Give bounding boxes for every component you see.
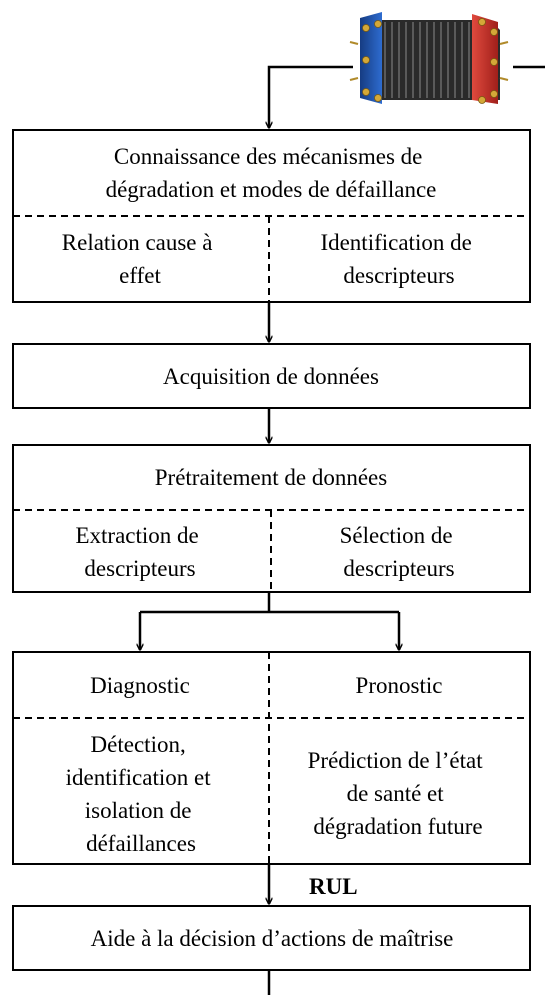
box4-right-line1: Prédiction de l’état (308, 748, 484, 773)
box4-left-line2: identification et (66, 765, 212, 790)
rul-label: RUL (309, 874, 358, 899)
box4-left-line3: isolation de (85, 798, 192, 823)
box1-right-line2: descripteurs (343, 263, 454, 288)
box-diagnostic-prognostic (12, 651, 531, 865)
box4-left-line1: Détection, (91, 732, 186, 757)
svg-text:Sélection de descripteurs: Sélection de descripteurs (340, 523, 459, 581)
svg-text:Extraction de descripteurs: Extraction de descripteurs (75, 523, 204, 581)
box2-title: Acquisition de données (163, 364, 379, 389)
svg-text:Prédiction de l’état de sa: Prédiction de l’état de santé et dégrada… (308, 748, 489, 839)
svg-text:Identification de descript: Identification de descripteurs (320, 230, 477, 288)
svg-text:Détection, identification: Détection, identification et isolation d… (66, 732, 217, 856)
connector-stack-left (269, 65, 353, 128)
box1-left-line2: effet (119, 263, 161, 288)
box3-right-line1: Sélection de (340, 523, 453, 548)
box1-title-line1: Connaissance des mécanismes de (114, 144, 423, 169)
box4-prognostic-title: Pronostic (356, 673, 443, 698)
box3-left-line2: descripteurs (84, 556, 195, 581)
box-decision-support (12, 905, 531, 971)
box4-left-line4: défaillances (86, 831, 196, 856)
box3-title: Prétraitement de données (155, 465, 388, 490)
box4-right-line2: de santé et (347, 781, 445, 806)
box1-left-line1: Relation cause à (62, 230, 213, 255)
box-data-acquisition (12, 343, 531, 409)
box1-right-line1: Identification de (320, 230, 471, 255)
box4-right-line3: dégradation future (313, 814, 482, 839)
box4-diagnostic-title: Diagnostic (90, 673, 190, 698)
fuel-cell-stack-icon (349, 12, 509, 104)
svg-text:Connaissance des mécanismes de: Connaissance des mécanismes de dégradati… (106, 144, 437, 202)
box-data-preprocessing (12, 444, 531, 593)
box3-left-line1: Extraction de (75, 523, 198, 548)
box5-title: Aide à la décision d’actions de maîtrise (91, 926, 454, 951)
box1-title-line2: dégradation et modes de défaillance (106, 177, 437, 202)
svg-text:Relation cause à effet: Relation cause à effet (62, 230, 218, 288)
box3-right-line2: descripteurs (343, 556, 454, 581)
